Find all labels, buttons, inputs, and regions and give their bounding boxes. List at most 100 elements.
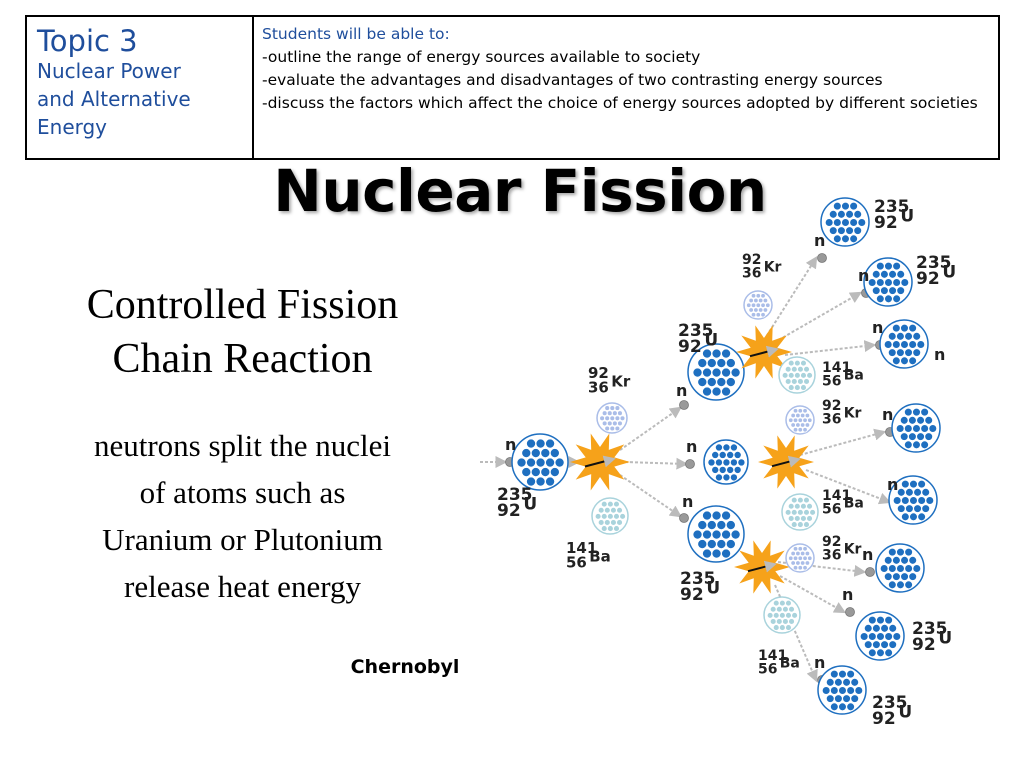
uranium-label-symbol: U <box>900 206 914 226</box>
uranium-nucleus <box>879 319 929 369</box>
uranium-nucleus <box>875 543 925 593</box>
neutron <box>817 253 827 263</box>
neutron-label: n <box>858 266 869 285</box>
uranium-label-symbol: U <box>706 578 720 598</box>
krypton-label-symbol: Kr <box>611 372 631 390</box>
uranium-label-mass: 235 <box>497 485 533 505</box>
fission-flash <box>736 325 792 379</box>
barium-label-symbol: Ba <box>780 656 800 672</box>
neutron-label: n <box>882 405 893 424</box>
topic-cell: Topic 3 Nuclear Power and Alternative En… <box>25 15 254 160</box>
subtitle-line: Chain Reaction <box>112 336 373 382</box>
body-line: Uranium or Plutonium <box>102 522 383 557</box>
barium-label-atomic: 56 <box>822 373 841 389</box>
uranium-label-mass: 235 <box>680 569 716 589</box>
body-line: release heat energy <box>124 569 361 604</box>
barium-label-mass: 141 <box>758 648 787 664</box>
uranium-nucleus <box>511 433 569 491</box>
flash-arrow <box>747 560 777 573</box>
neutron <box>845 607 855 617</box>
krypton-nucleus <box>743 290 773 320</box>
uranium-label-atomic: 92 <box>680 585 704 605</box>
krypton-label-symbol: Kr <box>844 406 862 422</box>
flash-arrow <box>584 455 616 468</box>
neutron-label: n <box>887 475 898 494</box>
krypton-nucleus <box>596 402 628 434</box>
neutron <box>865 567 875 577</box>
krypton-label-atomic: 36 <box>742 265 761 281</box>
uranium-nucleus <box>687 343 745 401</box>
barium-nucleus <box>763 596 801 634</box>
barium-label-atomic: 56 <box>758 661 777 677</box>
neutron-path <box>777 561 867 577</box>
uranium-label-atomic: 92 <box>497 501 521 521</box>
uranium-nucleus <box>888 475 938 525</box>
objectives-cell: Students will be able to: -outline the r… <box>252 15 1000 160</box>
neutron-path <box>805 469 892 505</box>
topic-name-line1: Nuclear Power <box>37 59 181 83</box>
krypton-label-atomic: 36 <box>822 411 841 427</box>
uranium-nucleus <box>891 403 941 453</box>
neutron-label: n <box>686 437 697 456</box>
uranium-label-symbol: U <box>523 494 537 514</box>
uranium-label-atomic: 92 <box>874 213 898 233</box>
neutron <box>679 400 689 410</box>
krypton-nucleus <box>785 543 815 573</box>
flash-arrow <box>749 345 779 358</box>
krypton-label-symbol: Kr <box>764 260 782 276</box>
uranium-nucleus <box>687 505 745 563</box>
fission-flash <box>570 433 630 491</box>
subtitle-line: Controlled Fission <box>86 282 399 328</box>
topic-number: Topic 3 <box>37 24 138 58</box>
uranium-nucleus <box>703 439 749 485</box>
krypton-label-mass: 92 <box>822 534 841 550</box>
neutron-label: n <box>862 545 873 564</box>
krypton-label-mass: 92 <box>822 398 841 414</box>
neutron <box>890 497 900 507</box>
uranium-nucleus <box>863 257 913 307</box>
barium-label-mass: 141 <box>822 360 851 376</box>
uranium-label-mass: 235 <box>872 693 908 713</box>
neutron-path <box>799 428 887 456</box>
body-line: neutrons split the nuclei <box>93 428 392 463</box>
neutron-path <box>784 340 877 356</box>
neutron-label: n <box>676 381 687 400</box>
neutron-label: n <box>934 345 945 364</box>
uranium-label-mass: 235 <box>678 321 714 341</box>
neutron-label: n <box>872 318 883 337</box>
krypton-label-symbol: Kr <box>844 542 862 558</box>
barium-label-atomic: 56 <box>566 553 587 571</box>
topic-name-line2: and Alternative <box>37 87 191 111</box>
topic-name-line3: Energy <box>37 115 108 139</box>
uranium-label-symbol: U <box>898 702 912 722</box>
body-line: of atoms such as <box>139 475 346 510</box>
chernobyl-link[interactable]: Chernobyl <box>350 656 460 678</box>
neutron <box>885 427 895 437</box>
barium-nucleus <box>591 497 629 535</box>
flash-arrow <box>771 455 801 468</box>
neutron-path <box>763 255 818 341</box>
objective-item: -discuss the factors which affect the ch… <box>262 94 978 112</box>
krypton-label-atomic: 36 <box>588 378 609 396</box>
neutron-label: n <box>842 585 853 604</box>
krypton-nucleus <box>785 405 815 435</box>
barium-label-atomic: 56 <box>822 501 841 517</box>
uranium-label-symbol: U <box>938 628 952 648</box>
krypton-label-mass: 92 <box>588 364 609 382</box>
neutron <box>505 457 515 467</box>
barium-label-symbol: Ba <box>589 547 611 565</box>
neutron-label: n <box>505 435 516 454</box>
slide-title: Nuclear Fission <box>273 157 767 225</box>
barium-label-mass: 141 <box>566 539 597 557</box>
body-text: neutrons split the nuclei of atoms such … <box>40 422 445 610</box>
uranium-label-symbol: U <box>942 262 956 282</box>
uranium-label-atomic: 92 <box>916 269 940 289</box>
uranium-label-symbol: U <box>704 330 718 350</box>
neutron-path <box>769 291 863 346</box>
topic-table: Topic 3 Nuclear Power and Alternative En… <box>25 15 1000 160</box>
subtitle: Controlled Fission Chain Reaction <box>30 278 455 386</box>
fission-flash <box>758 435 814 489</box>
uranium-label-mass: 235 <box>916 253 952 273</box>
barium-nucleus <box>778 356 816 394</box>
uranium-nucleus <box>855 611 905 661</box>
